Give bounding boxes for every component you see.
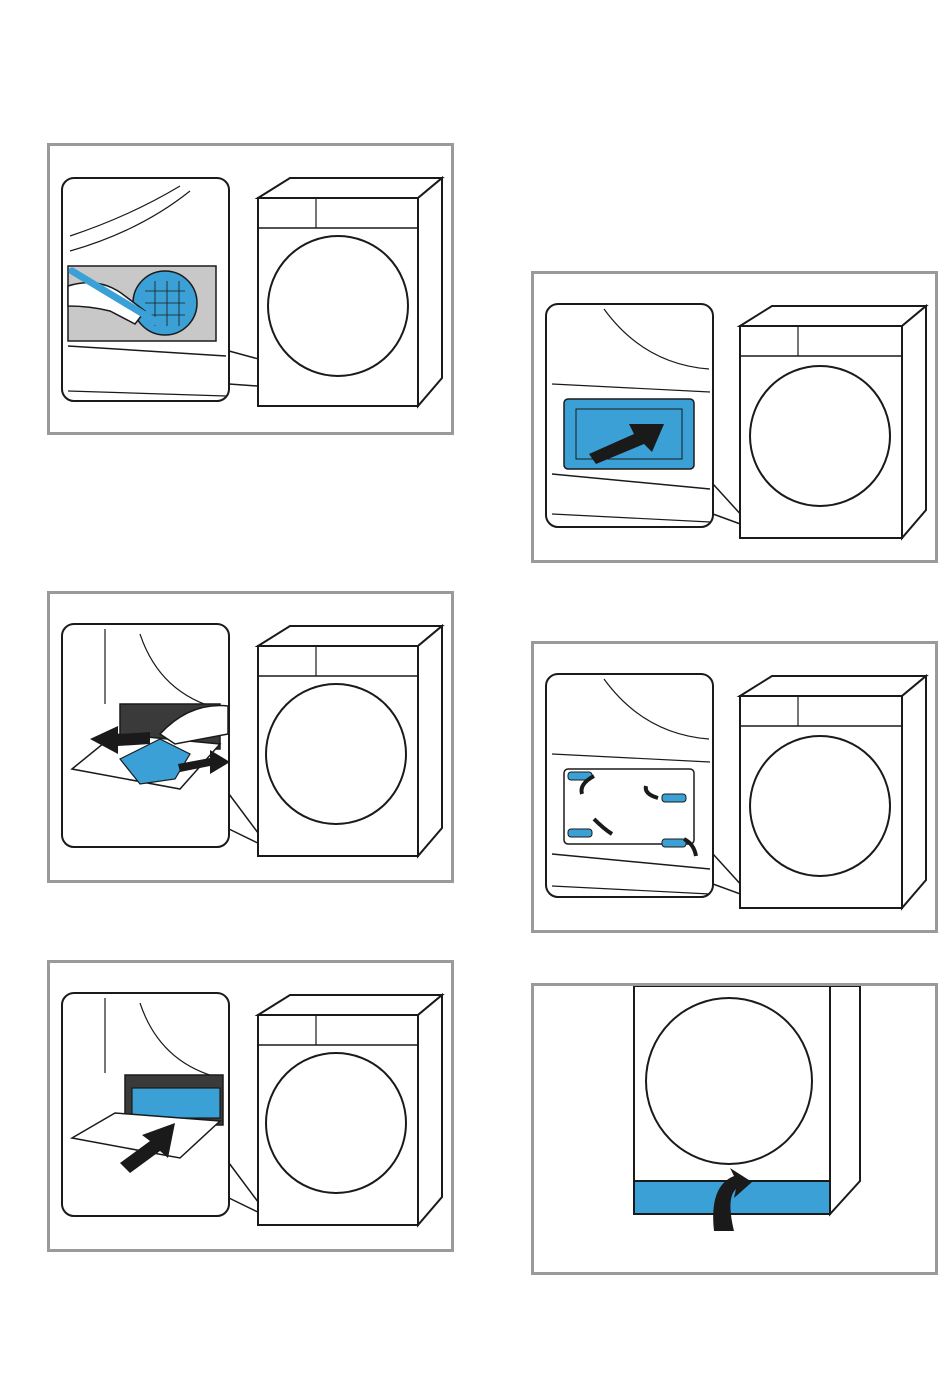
dryer-icon [740,306,926,538]
step-panel-insert-plate [531,271,938,563]
step-illustration-insert-plate [534,274,935,560]
step-illustration-brush-clean [50,146,451,432]
dryer-icon [258,626,442,856]
step-illustration-insert-cover [50,963,451,1249]
step-illustration-lock-levers [534,644,935,930]
step-illustration-remove-cover [50,594,451,880]
step-illustration-close-flap [534,986,935,1272]
step-panel-close-flap [531,983,938,1275]
step-panel-lock-levers [531,641,938,933]
step-panel-insert-cover [47,960,454,1252]
step-panel-remove-cover [47,591,454,883]
dryer-icon [258,178,442,406]
cover-icon [132,1088,220,1118]
dryer-icon [740,676,926,908]
step-panel-brush-clean [47,143,454,435]
dryer-icon [258,995,442,1225]
